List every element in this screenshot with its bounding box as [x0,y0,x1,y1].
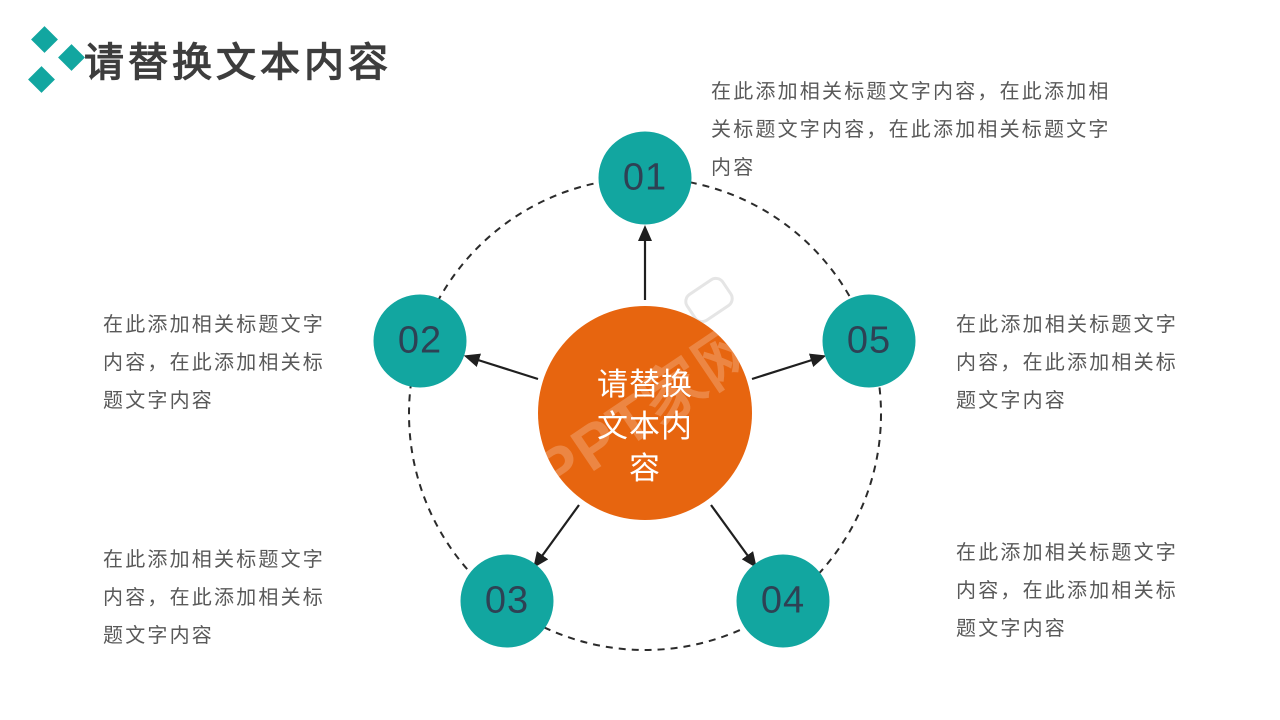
arrow-to-03 [533,504,580,569]
arrow-to-04 [710,504,757,569]
text-line: 题文字内容 [956,618,1067,640]
center-circle: PPT家网 请替换 文本内 容 [538,306,752,520]
node-03: 03 [460,554,554,648]
node-02: 02 [373,294,467,388]
text-block-bottom-left: 在此添加相关标题文字 内容，在此添加相关标 题文字内容 [103,541,325,655]
text-block-bottom-right: 在此添加相关标题文字 内容，在此添加相关标 题文字内容 [956,534,1178,648]
text-line: 内容，在此添加相关标 [103,352,325,374]
node-05-label: 05 [846,319,892,362]
text-block-top-right: 在此添加相关标题文字内容，在此添加相 关标题文字内容，在此添加相关标题文字 内容 [711,73,1111,187]
text-block-right: 在此添加相关标题文字 内容，在此添加相关标 题文字内容 [956,306,1178,420]
node-05: 05 [822,294,916,388]
center-label-line1: 请替换 [597,367,693,402]
page-title: 请替换文本内容 [84,41,392,85]
arrow-to-02 [463,353,539,381]
center-label-line2: 文本内 [597,409,693,444]
text-line: 内容，在此添加相关标 [956,580,1178,602]
text-line: 在此添加相关标题文字 [956,314,1178,336]
text-line: 在此添加相关标题文字 [956,542,1178,564]
text-line: 内容 [711,157,756,179]
title-diamonds-icon [28,26,85,93]
text-line: 内容，在此添加相关标 [956,352,1178,374]
node-04: 04 [736,554,830,648]
center-label-line3: 容 [629,451,661,486]
node-03-label: 03 [484,579,530,622]
text-line: 在此添加相关标题文字内容，在此添加相 [711,81,1111,103]
arrow-to-05 [751,353,827,381]
node-02-label: 02 [397,319,443,362]
node-01: 01 [598,131,692,225]
node-04-label: 04 [760,579,806,622]
text-line: 在此添加相关标题文字 [103,549,325,571]
text-block-left: 在此添加相关标题文字 内容，在此添加相关标 题文字内容 [103,306,325,420]
text-line: 题文字内容 [103,625,214,647]
center-label: 请替换 文本内 容 [597,364,693,490]
text-line: 题文字内容 [956,390,1067,412]
node-01-label: 01 [622,156,668,199]
text-line: 关标题文字内容，在此添加相关标题文字 [711,119,1111,141]
text-line: 在此添加相关标题文字 [103,314,325,336]
text-line: 题文字内容 [103,390,214,412]
text-line: 内容，在此添加相关标 [103,587,325,609]
